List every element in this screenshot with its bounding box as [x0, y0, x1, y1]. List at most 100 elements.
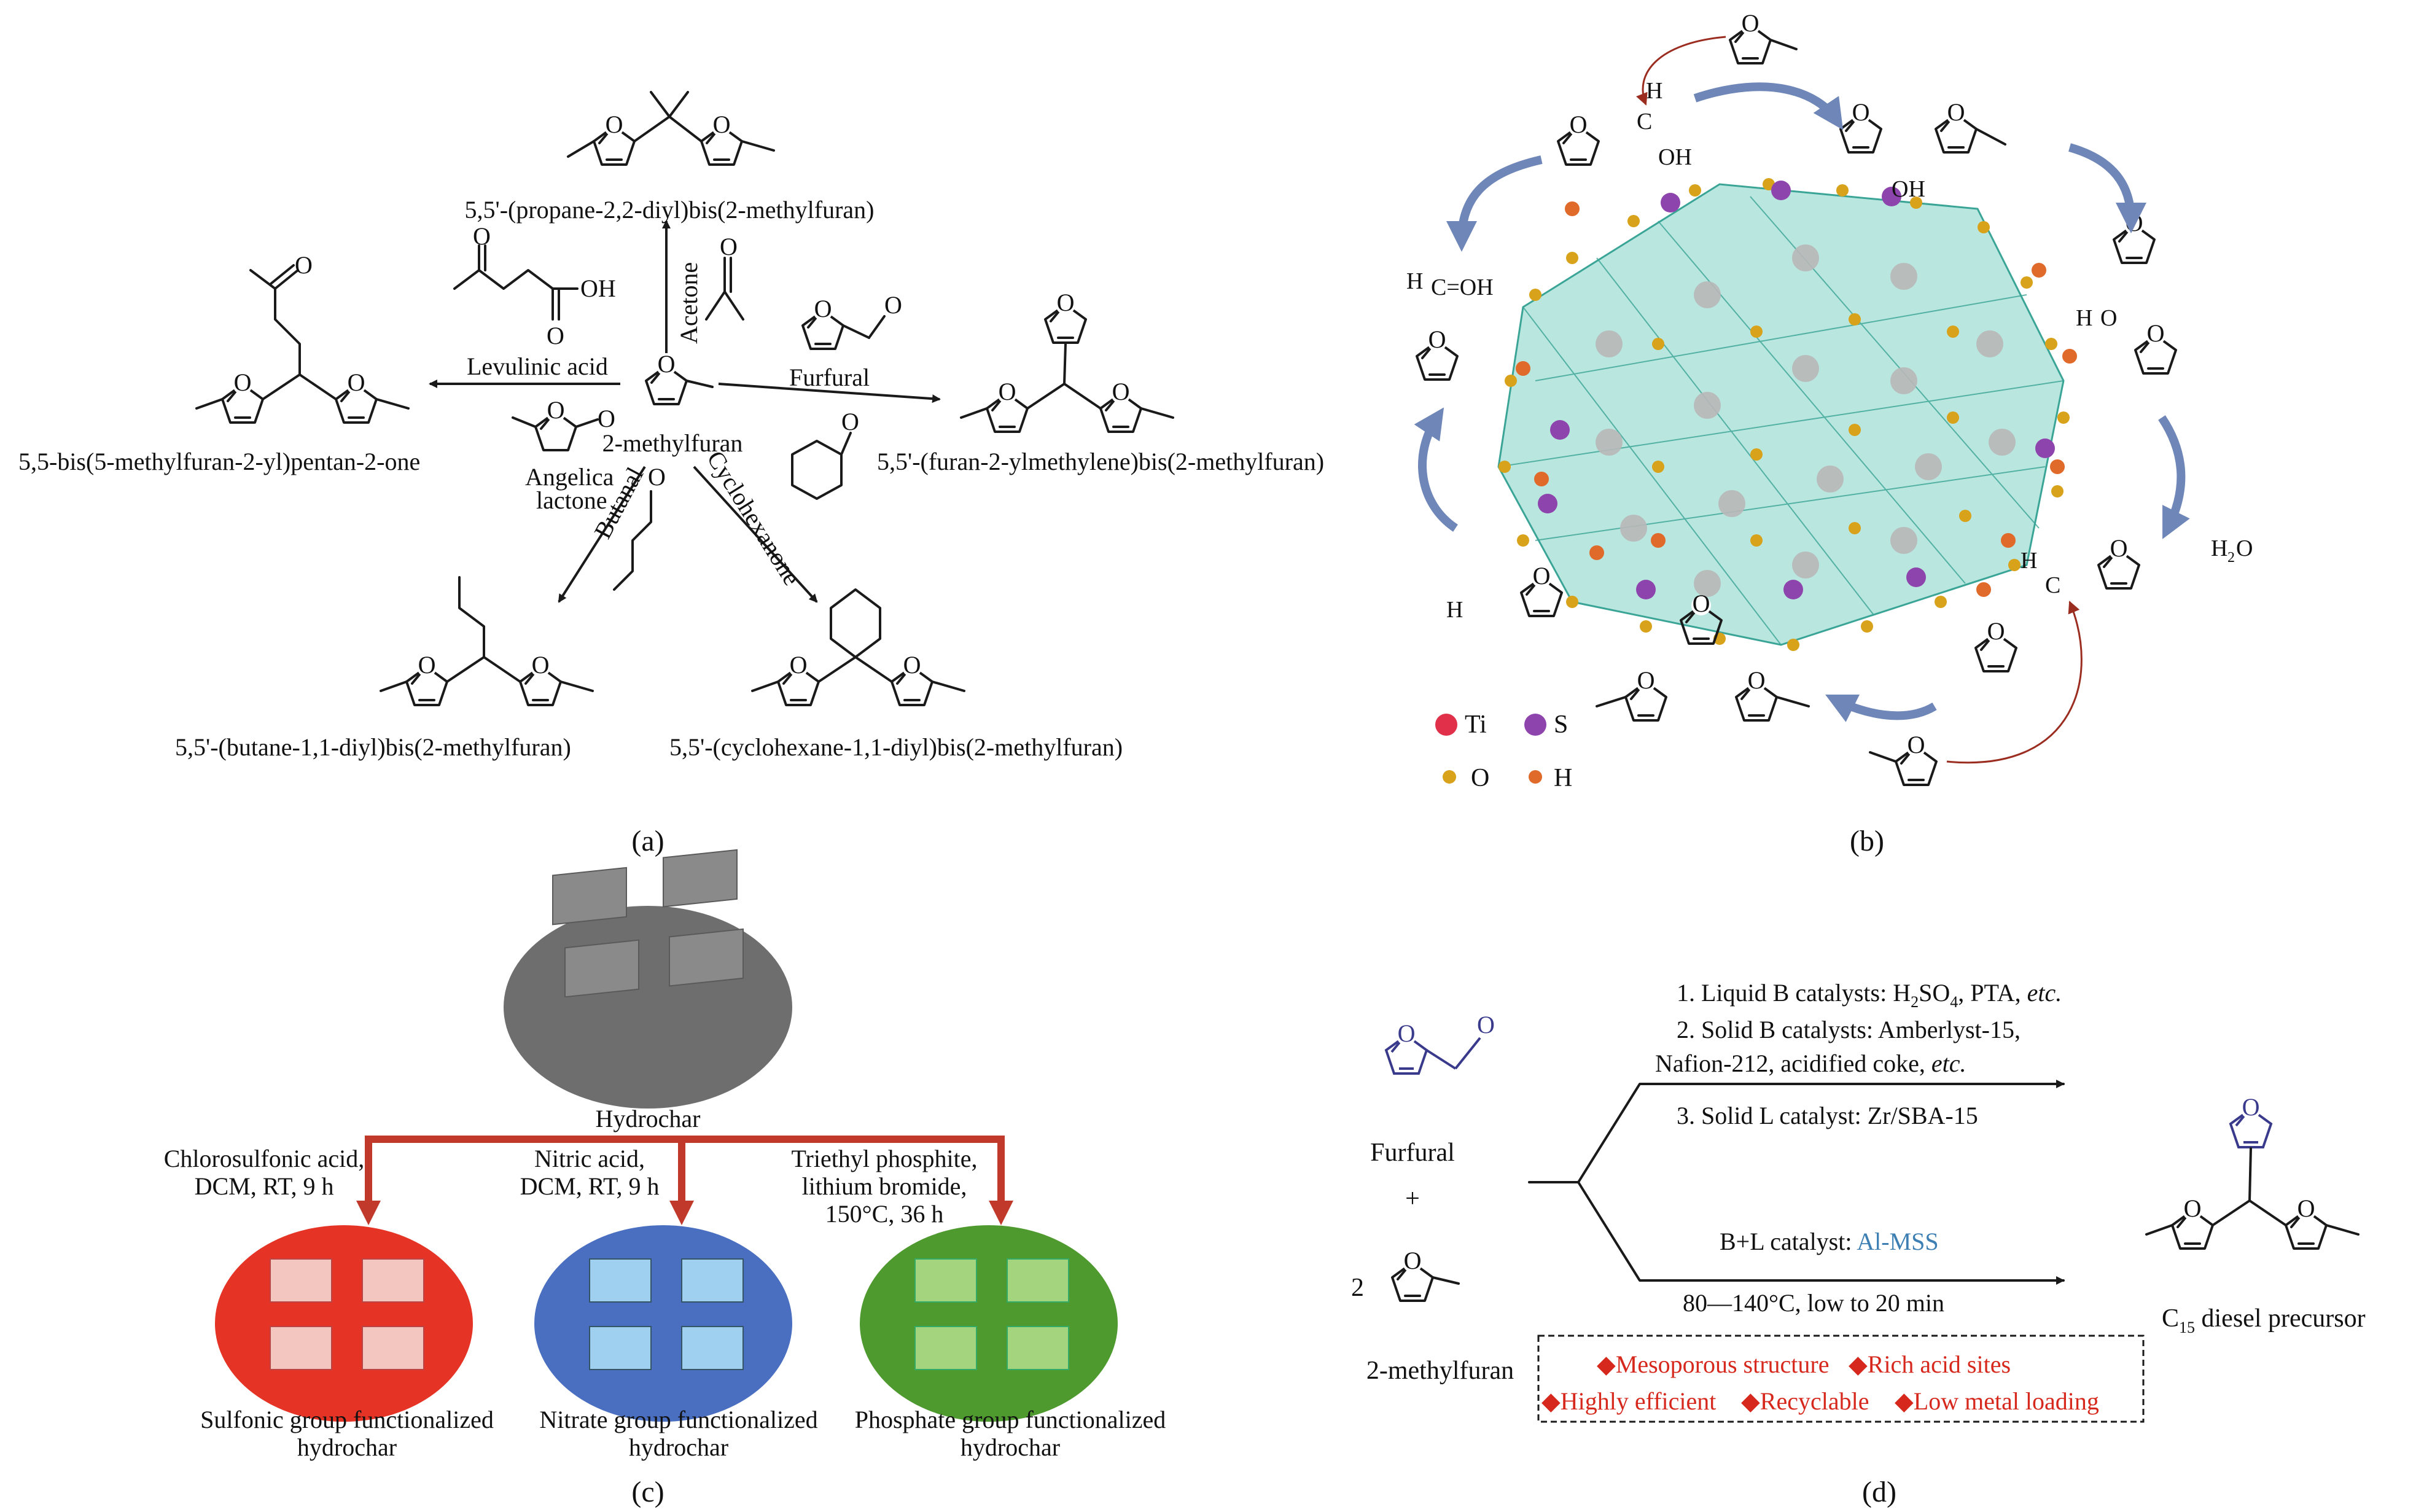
thin-red-arrow-top — [1636, 36, 1726, 106]
furan-b-dimer-right — [1935, 97, 2006, 154]
label-h-left: H — [1406, 268, 1423, 294]
svg-text:O: O — [884, 291, 902, 319]
methylfuran-structure-d — [1391, 1245, 1460, 1302]
feature-bullet-5: ◆ — [1895, 1387, 1914, 1415]
product-right-structure — [960, 287, 1174, 433]
label-c-oh-plus: C=OH — [1431, 275, 1494, 300]
reagent-furfural: Furfural — [789, 364, 870, 391]
panel-c-label: (c) — [631, 1476, 664, 1508]
legend: Ti S O H — [1435, 711, 1572, 792]
feature-highly-efficient: Highly efficient — [1561, 1387, 1717, 1415]
svg-text:O: O — [547, 396, 565, 424]
upper-line-4: 3. Solid L catalyst: Zr/SBA-15 — [1677, 1102, 1978, 1129]
feature-low-metal: Low metal loading — [1914, 1387, 2099, 1415]
feature-mesoporous: Mesoporous structure — [1616, 1350, 1830, 1378]
nitrate-ellipse — [534, 1225, 792, 1422]
svg-text:O: O — [295, 251, 313, 279]
furan-b-bottom-dimer — [1596, 588, 1810, 722]
label-h2o-right-o: O — [2100, 305, 2117, 331]
panel-d: O Furfural + 2 2-methylfuran 1. Liquid B… — [1351, 979, 2366, 1508]
svg-text:O: O — [720, 233, 738, 260]
cyclohexanone-structure: O — [791, 408, 859, 500]
hydrochar-ellipse — [504, 906, 792, 1109]
svg-text:O: O — [1477, 1011, 1495, 1039]
label-oh-mid: OH — [1892, 176, 1925, 202]
cond-right-1: Triethyl phosphite, — [792, 1145, 978, 1172]
hydrochar-sheets — [552, 849, 744, 998]
feature-bullet-1: ◆ — [1597, 1350, 1616, 1378]
curved-arrow-1 — [1693, 82, 1844, 130]
feature-bullet-3: ◆ — [1541, 1387, 1561, 1415]
furan-b-bottom-incoming — [1869, 730, 1938, 786]
product-phosphate-1: Phosphate group functionalized — [855, 1406, 1166, 1433]
reagent-acetone: Acetone — [675, 262, 703, 344]
nitrate-sheets — [589, 1258, 744, 1370]
hydrochar-label: Hydrochar — [595, 1105, 700, 1132]
butanal-structure: O — [613, 463, 666, 591]
lower-condition: 80—140°C, low to 20 min — [1683, 1289, 1944, 1317]
product-left-structure: O — [195, 251, 410, 424]
center-label: 2-methylfuran — [602, 429, 743, 457]
plus-sign: + — [1405, 1185, 1420, 1213]
label-h-right: H — [2021, 548, 2037, 574]
feature-recyclable: Recyclable — [1760, 1387, 1869, 1415]
label-h2o-out-sub: 2 — [2227, 550, 2235, 566]
panel-b: H C OH OH H C=OH H O H 2 O H H C — [1406, 8, 2253, 857]
legend-ti-swatch — [1435, 714, 1457, 736]
acetone-structure: O — [705, 233, 744, 321]
phosphate-sheets — [914, 1258, 1069, 1370]
oh-label: OH — [580, 275, 616, 302]
crystal-framework — [1497, 178, 2077, 651]
furan-b-left — [1416, 324, 1459, 381]
furfural-structure-d: O — [1385, 1011, 1495, 1075]
lower-catalyst: B+L catalyst: Al-MSS — [1720, 1228, 1939, 1255]
cond-left-1: Chlorosulfonic acid, — [164, 1145, 365, 1172]
upper-line-3: Nafion-212, acidified coke, etc. — [1655, 1050, 1966, 1077]
fork-lower — [1577, 1181, 2065, 1285]
svg-text:◆Mesoporous structure: ◆Mesoporous structure — [1597, 1350, 1829, 1378]
curved-arrow-3 — [1446, 155, 1543, 252]
product-bottom-left-name: 5,5'-(butane-1,1-diyl)bis(2-methylfuran) — [175, 733, 571, 761]
product-sulfonic-2: hydrochar — [297, 1433, 397, 1461]
c15-product-structure — [2145, 1092, 2360, 1250]
product-top-name: 5,5'-(propane-2,2-diyl)bis(2-methylfuran… — [465, 196, 875, 224]
label-oh-top: OH — [1658, 144, 1692, 170]
svg-text:O: O — [473, 222, 491, 250]
svg-text:O: O — [598, 405, 615, 432]
curved-arrow-6 — [1825, 695, 1937, 722]
panel-a-label: (a) — [631, 825, 664, 857]
coefficient-2: 2 — [1351, 1274, 1364, 1302]
sulfonic-sheets — [270, 1258, 424, 1370]
reagent-levulinic-acid: Levulinic acid — [467, 353, 608, 380]
upper-line-1: 1. Liquid B catalysts: H2SO4, PTA, etc. — [1677, 979, 2062, 1011]
arrow-to-bottom-right — [693, 466, 818, 603]
curved-arrow-4 — [1414, 407, 1459, 532]
features: ◆Mesoporous structure ◆Rich acid sites ◆… — [1541, 1350, 2099, 1415]
furan-b-top — [1729, 8, 1798, 64]
reagent-lactone: lactone — [536, 486, 607, 514]
product-bottom-right-name: 5,5'-(cyclohexane-1,1-diyl)bis(2-methylf… — [669, 733, 1123, 761]
legend-ti-label: Ti — [1465, 711, 1487, 739]
label-h-top: H — [1646, 78, 1662, 104]
label-h2o-out-o: O — [2236, 536, 2253, 561]
panel-b-label: (b) — [1850, 825, 1884, 857]
cond-right-2: lithium bromide, — [802, 1172, 967, 1200]
furan-b-right-bottom — [2097, 533, 2140, 590]
label-c-plus: C — [1637, 109, 1652, 134]
product-right-name: 5,5'-(furan-2-ylmethylene)bis(2-methylfu… — [877, 448, 1324, 475]
legend-h-swatch — [1529, 770, 1542, 784]
svg-text:O: O — [841, 408, 859, 435]
product-nitrate-1: Nitrate group functionalized — [539, 1406, 817, 1433]
legend-s-swatch — [1524, 714, 1546, 736]
legend-o-swatch — [1443, 770, 1456, 784]
product-bottom-left-structure — [380, 576, 594, 706]
furfural-label-d: Furfural — [1370, 1139, 1455, 1167]
reagent-cyclohexanone: Cyclohexanone — [701, 446, 806, 590]
product-bottom-right-structure — [751, 588, 965, 706]
furan-b-top-left — [1557, 109, 1600, 166]
panel-c: Hydrochar Chlorosulfonic acid, DCM, RT, … — [164, 849, 1166, 1508]
curved-arrow-5 — [2158, 415, 2190, 539]
angelica-lactone-structure: O O — [512, 396, 615, 451]
panel-a: 2-methylfuran Acetone Levulinic acid Fur… — [18, 91, 1324, 857]
